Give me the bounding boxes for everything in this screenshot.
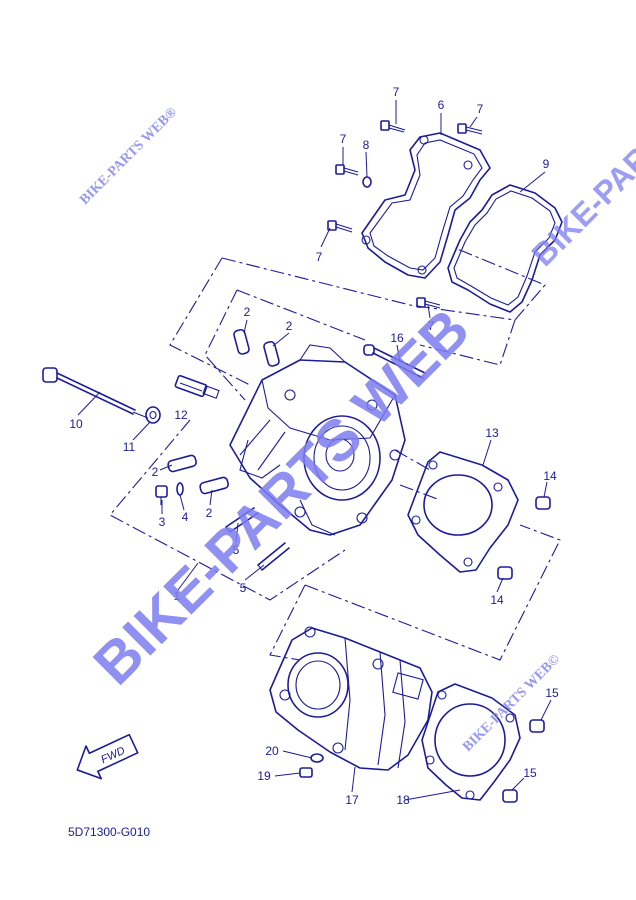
fwd-label: FWD — [99, 745, 127, 766]
dowel-15-b — [502, 789, 518, 803]
callout-2: 2 — [152, 465, 159, 479]
callout-3: 3 — [159, 515, 166, 529]
callout-10: 10 — [69, 417, 83, 431]
callout-7: 7 — [393, 85, 400, 99]
callout-12: 12 — [174, 408, 188, 422]
callout-4: 4 — [182, 510, 189, 524]
bolt-7-b — [457, 123, 483, 135]
bolt-3 — [155, 485, 168, 505]
bolt-7-c — [335, 164, 359, 176]
dowel-pin-2-a — [233, 328, 250, 355]
watermark-corner: BIKE-PARTS WEB® — [77, 105, 180, 208]
washer-11 — [145, 406, 161, 424]
callout-7: 7 — [428, 319, 435, 333]
leader-lines — [77, 100, 552, 801]
assembly-outline-head-cover — [169, 247, 546, 386]
washer-8 — [362, 176, 372, 188]
callout-1: 1 — [174, 589, 181, 603]
callout-7: 7 — [316, 250, 323, 264]
head-cover — [361, 132, 491, 279]
diagram-code: 5D71300-G010 — [68, 825, 150, 839]
watermark-side: BIKE-PARTS WEB© — [524, 35, 636, 273]
callout-18: 18 — [396, 793, 410, 807]
callout-19: 19 — [257, 769, 271, 783]
head-gasket-13 — [407, 451, 519, 573]
callout-15: 15 — [545, 686, 559, 700]
assembly-outline-cylinder — [269, 484, 561, 661]
cylinder-17 — [269, 626, 433, 771]
callout-numbers: 7 6 7 7 8 9 7 7 2 2 16 10 11 12 2 3 4 2 … — [69, 85, 559, 807]
callout-20: 20 — [265, 744, 279, 758]
callout-2: 2 — [244, 305, 251, 319]
bolt-7-d — [327, 220, 353, 233]
bolt-7-a — [380, 120, 406, 133]
cylinder-head — [229, 344, 406, 536]
dowel-pin-2-d — [199, 476, 229, 495]
callout-11: 11 — [123, 440, 136, 454]
callout-9: 9 — [543, 157, 550, 171]
dowel-pin-2-b — [263, 340, 280, 367]
dowel-14-a — [535, 496, 551, 510]
watermark-small: BIKE-PARTS WEB© — [460, 652, 563, 755]
callout-5: 5 — [233, 543, 240, 557]
callout-16: 16 — [390, 331, 404, 345]
dowel-pin-2-c — [167, 454, 197, 473]
washer-20 — [310, 753, 324, 763]
bolt-7-e — [416, 297, 441, 309]
callout-17: 17 — [345, 793, 359, 807]
bolt-10 — [42, 367, 136, 415]
stud-5-a — [225, 507, 259, 533]
callout-13: 13 — [485, 426, 499, 440]
callout-6: 6 — [438, 98, 445, 112]
callout-7: 7 — [477, 102, 484, 116]
spark-plug-12 — [174, 374, 220, 399]
bolt-19 — [299, 767, 313, 778]
washer-4 — [176, 482, 184, 496]
callout-5: 5 — [240, 581, 247, 595]
callout-7: 7 — [340, 132, 347, 146]
callout-2: 2 — [286, 319, 293, 333]
callout-14: 14 — [543, 469, 557, 483]
dowel-14-b — [497, 566, 513, 580]
watermark-main: BIKE-PARTS WEB — [81, 297, 482, 698]
callout-2: 2 — [206, 506, 213, 520]
callout-8: 8 — [363, 138, 370, 152]
callout-15: 15 — [523, 766, 537, 780]
dowel-15-a — [529, 719, 545, 733]
head-cover-gasket — [447, 184, 563, 313]
callout-14: 14 — [490, 593, 504, 607]
cylinder-gasket-18 — [421, 683, 521, 801]
stud-5-b — [257, 542, 290, 571]
fwd-arrow-icon: FWD — [76, 733, 139, 780]
